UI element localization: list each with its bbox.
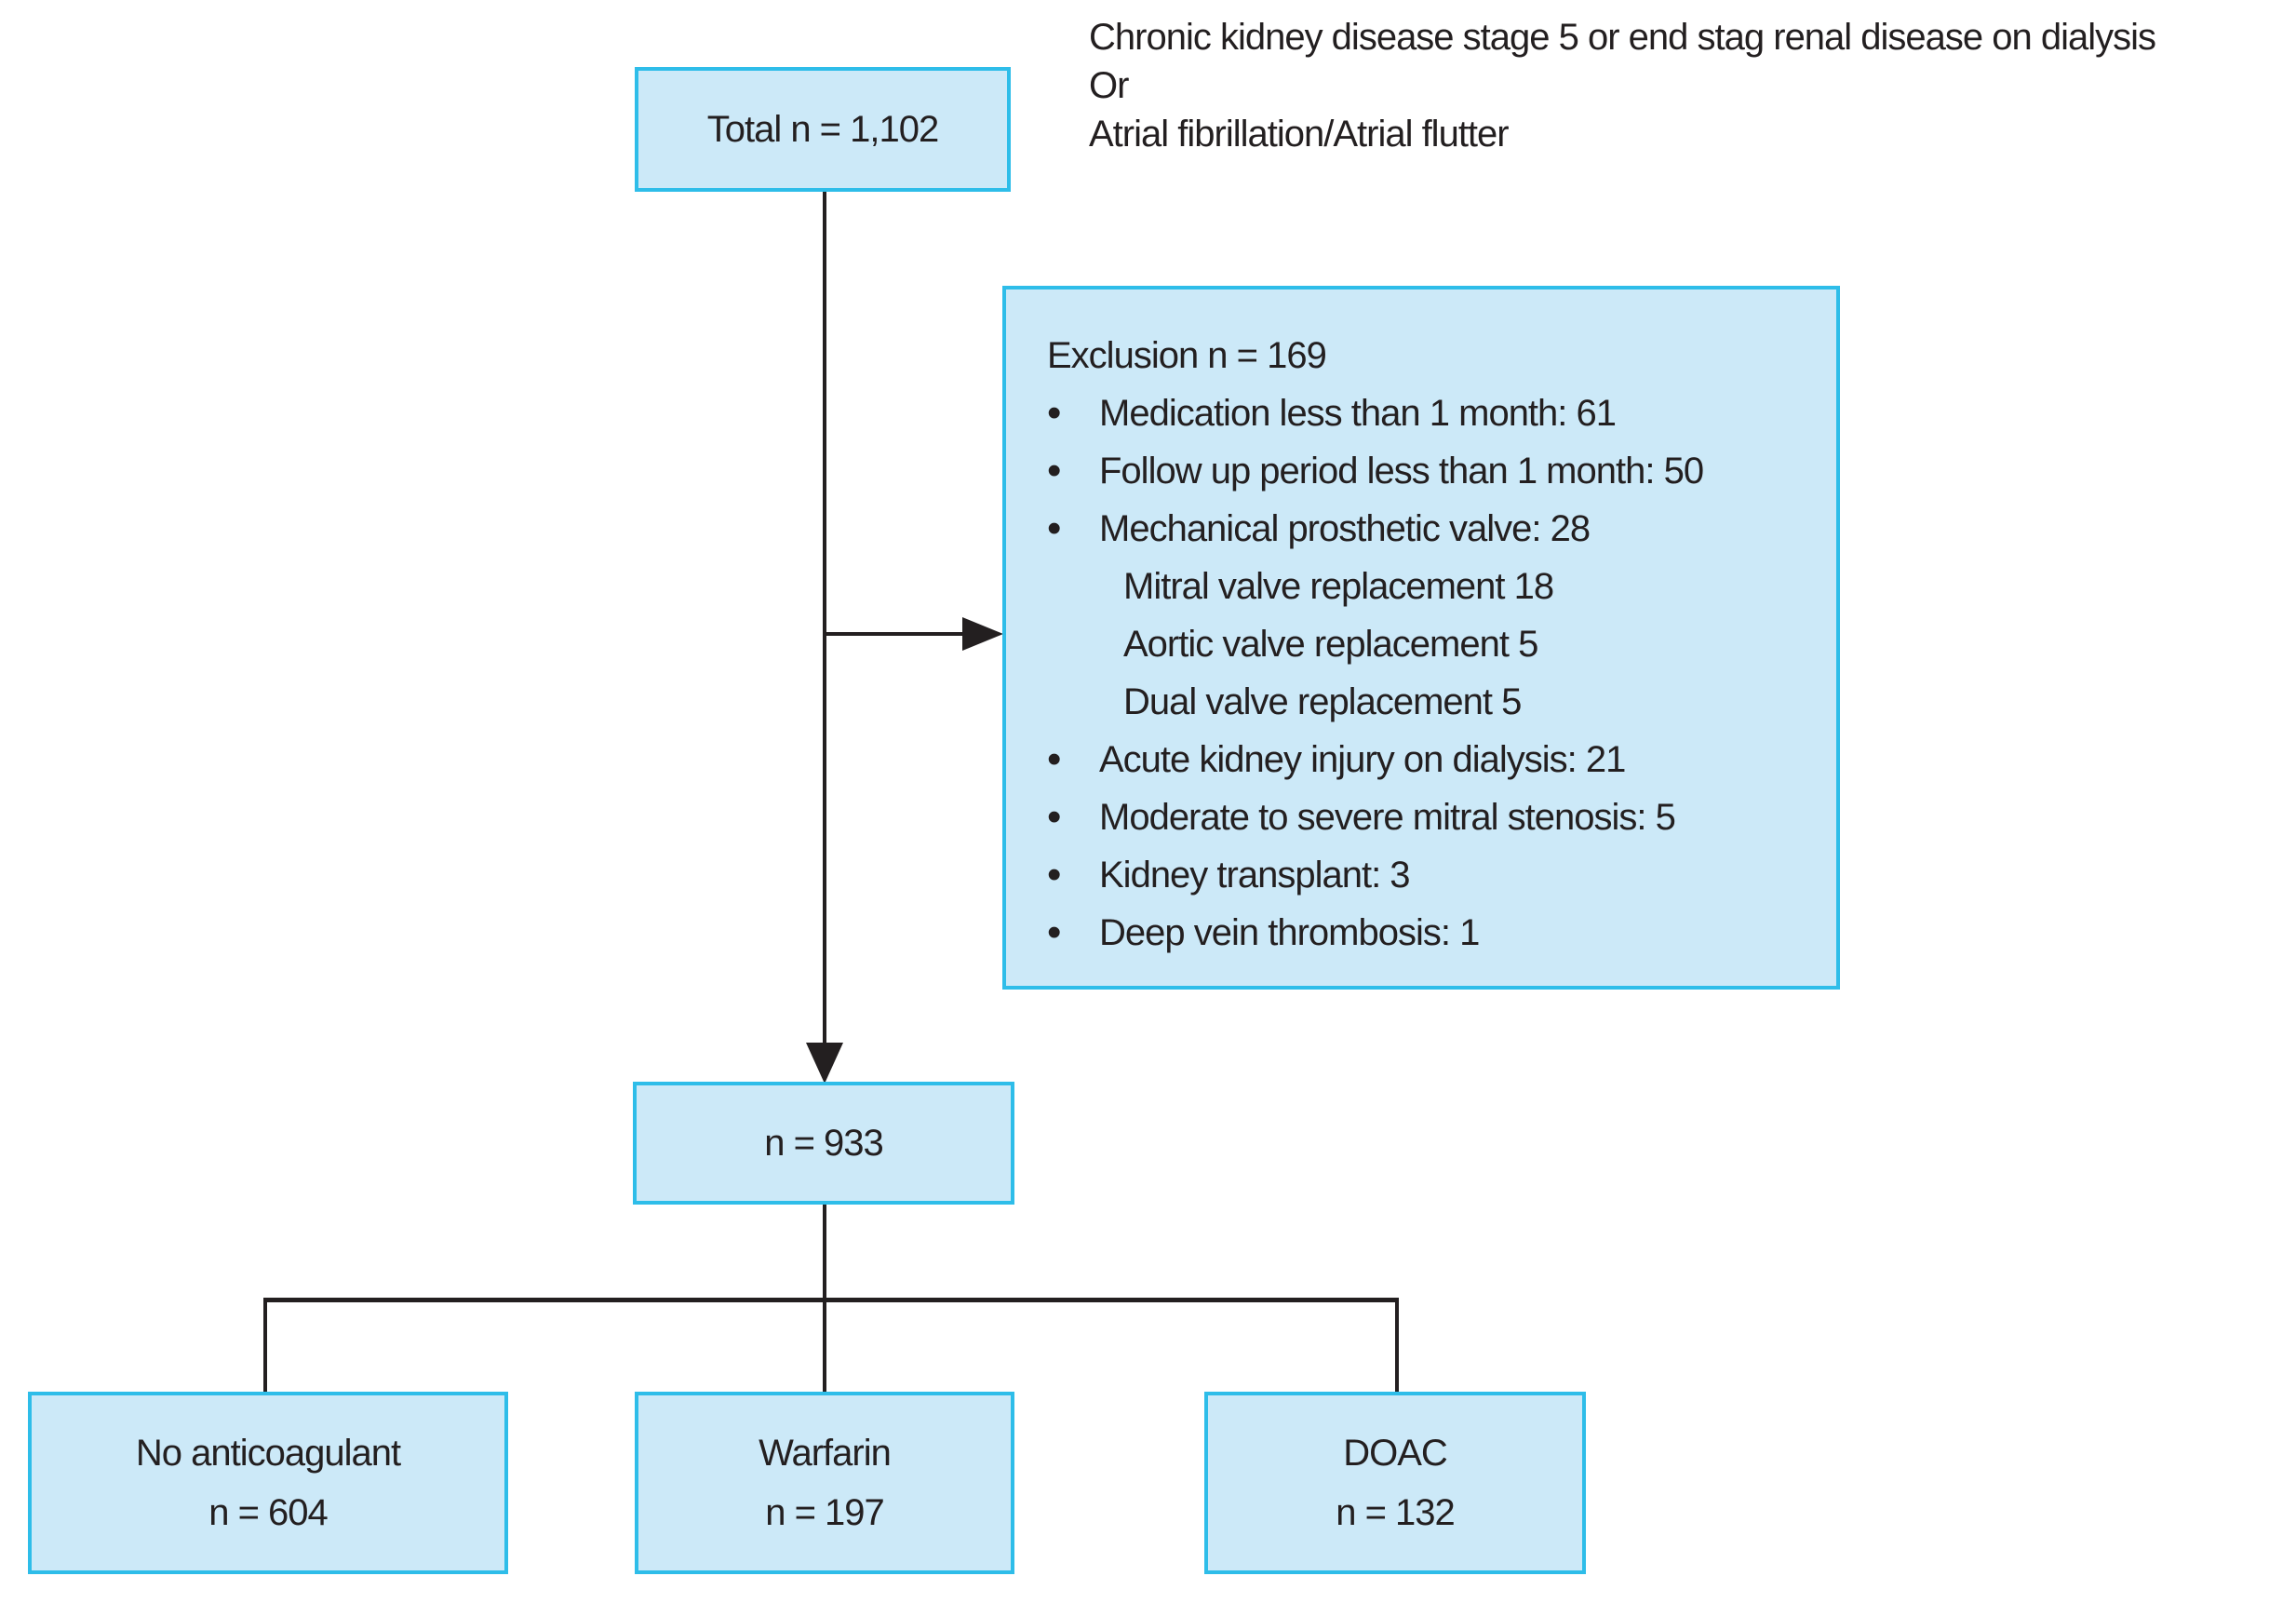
group-box-no-anticoagulant: No anticoagulant n = 604 [28, 1392, 508, 1574]
group-count: n = 604 [208, 1492, 329, 1533]
group-label: DOAC [1343, 1433, 1448, 1474]
flow-stub-middle [823, 1302, 826, 1392]
middle-box-label: n = 933 [764, 1123, 884, 1164]
exclusion-item: Deep vein thrombosis: 1 [1047, 904, 1810, 962]
inclusion-criteria-line: Atrial fibrillation/Atrial flutter [1089, 114, 1510, 155]
group-label: No anticoagulant [135, 1433, 401, 1474]
group-count: n = 197 [765, 1492, 885, 1533]
exclusion-item: Moderate to severe mitral stenosis: 5 [1047, 788, 1810, 846]
exclusion-box: Exclusion n = 169 Medication less than 1… [1002, 286, 1840, 990]
exclusion-title: Exclusion n = 169 [1047, 335, 1327, 376]
middle-box: n = 933 [633, 1082, 1014, 1205]
flow-line-total-to-middle [823, 190, 826, 1044]
inclusion-criteria-note: Chronic kidney disease stage 5 or end st… [1089, 13, 2296, 158]
total-box: Total n = 1,102 [635, 67, 1011, 192]
exclusion-subitem: Dual valve replacement 5 [1123, 681, 1522, 722]
total-box-label: Total n = 1,102 [706, 109, 940, 150]
group-count: n = 132 [1336, 1492, 1456, 1533]
flow-line-middle-to-branch [823, 1205, 826, 1301]
arrowhead-down-icon [806, 1043, 843, 1084]
exclusion-item: Medication less than 1 month: 61 [1047, 384, 1810, 442]
flow-stub-left [263, 1298, 267, 1392]
group-box-doac: DOAC n = 132 [1204, 1392, 1586, 1574]
exclusion-item: Kidney transplant: 3 [1047, 846, 1810, 904]
flow-branch-connector [263, 1298, 1399, 1302]
exclusion-item: Acute kidney injury on dialysis: 21 [1047, 731, 1810, 788]
group-box-warfarin: Warfarin n = 197 [635, 1392, 1014, 1574]
exclusion-subitem: Mitral valve replacement 18 [1123, 566, 1554, 607]
exclusion-item: Mechanical prosthetic valve: 28 [1047, 500, 1810, 558]
exclusion-subitem: Aortic valve replacement 5 [1123, 624, 1538, 665]
group-label: Warfarin [759, 1433, 892, 1474]
inclusion-criteria-line: Chronic kidney disease stage 5 or end st… [1089, 17, 2156, 58]
flow-line-to-exclusion [823, 632, 965, 636]
arrowhead-right-icon [962, 617, 1003, 651]
inclusion-criteria-line: Or [1089, 65, 1129, 106]
flow-stub-right [1395, 1298, 1399, 1392]
exclusion-item: Follow up period less than 1 month: 50 [1047, 442, 1810, 500]
